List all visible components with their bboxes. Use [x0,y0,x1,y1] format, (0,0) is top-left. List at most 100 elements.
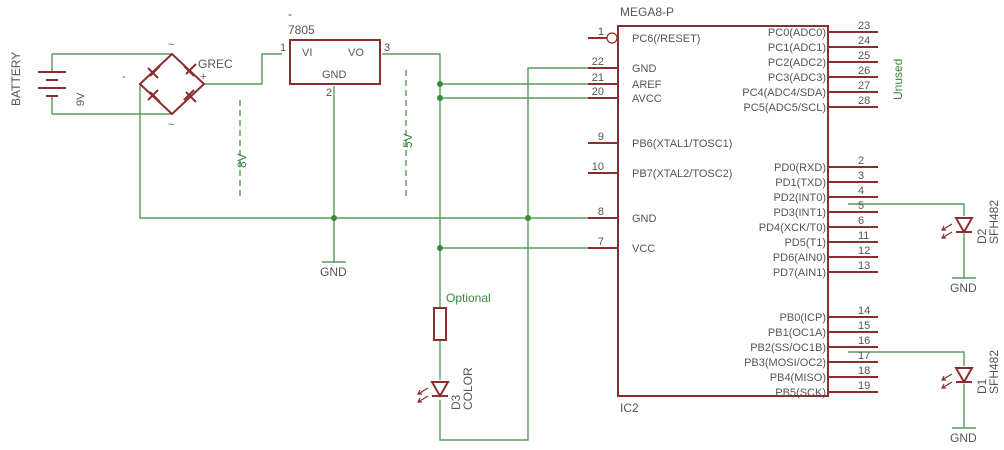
wire-8v [204,53,282,85]
voltage-regulator: - 7805 VI VO GND 1 2 3 [280,7,390,99]
battery-value: 9V [75,92,87,106]
resistor-label: Optional [446,291,491,305]
ic-pin-label: PD2(INT0) [773,192,826,204]
junction-dot [437,95,443,101]
ic-pin-label: PC5(ADC5/SCL) [743,102,826,114]
ic-pin-label: PB5(SCK) [775,387,826,399]
led-d1-ref: D1 [975,378,989,394]
ic-pin-number: 26 [858,65,870,77]
ic-pin-number: 15 [858,320,870,332]
rectifier-plus: + [200,71,206,83]
ic-pin-label: PB1(OC1A) [768,327,826,339]
ic-reset-inverter [606,32,618,44]
rectifier-minus: - [122,71,126,83]
ic-ref: IC2 [620,401,639,415]
ic-pin-number: 13 [858,260,870,272]
battery-name: BATTERY [9,52,23,106]
ic-pin-number: 23 [858,20,870,32]
ic-pin-number: 5 [858,200,864,212]
wire-ground-bus [139,84,598,219]
ic-pin-label: PD5(T1) [784,237,826,249]
ic-pin-label: PC1(ADC1) [768,42,826,54]
led-d2-value: SFH482 [987,200,1001,244]
ic-pin-number: 25 [858,50,870,62]
ic-pin-number: 11 [858,230,869,242]
regulator-gnd: GND [322,69,347,81]
net-label-8v: 8V [235,153,249,168]
regulator-pin1: 1 [280,42,286,54]
rectifier-tilde-top: ~ [168,39,174,51]
ic-pin-number: 21 [592,72,604,84]
regulator-vi: VI [302,47,312,59]
ic-pin-label: PC6(/RESET) [632,33,700,45]
ic-pin-number: 7 [598,236,604,248]
regulator-pin2: 2 [326,87,332,99]
led-d1-value: SFH482 [987,350,1001,394]
bridge-rectifier: ~ ~ - + GREC [122,39,233,131]
wire-5v-rail [382,53,441,308]
ic-pin-label: PC3(ADC3) [768,72,826,84]
ic-pin-number: 6 [858,215,864,227]
ic-pin-label: PC0(ADC0) [768,27,826,39]
wires [51,53,976,441]
junctions [331,81,531,251]
net-label-5v: 5V [401,133,415,148]
ic-pin-label: PB6(XTAL1/TOSC1) [632,138,732,150]
ic-pin-number: 20 [592,86,604,98]
regulator-pin3: 3 [384,42,390,54]
junction-dot [437,81,443,87]
gnd-label-d1: GND [950,431,977,445]
ic-pin-number: 3 [858,170,864,182]
junction-dot [331,215,337,221]
ic-pin-label: GND [632,63,657,75]
net-label-unused: Unused [891,59,905,100]
ic-pin-number: 18 [858,365,870,377]
ic-pin-number: 9 [598,131,604,143]
ic-pin-number: 4 [858,185,864,197]
battery-symbol: BATTERY 9V [9,52,87,106]
led-d1: D1 SFH482 [941,350,1001,394]
led-d2: D2 SFH482 [941,200,1001,244]
ic-pin-number: 24 [858,35,870,47]
gnd-label-regulator: GND [320,265,347,279]
ic-pin-label: AVCC [632,93,662,105]
regulator-prefix: - [288,7,292,21]
ic-pin-number: 10 [592,161,604,173]
ic-pin-label: PD4(XCK/T0) [759,222,826,234]
ic-pin-label: PC4(ADC4/SDA) [742,87,826,99]
ic-name: MEGA8-P [620,5,674,19]
ic-pin-label: PB0(ICP) [780,312,826,324]
gnd-label-d2: GND [950,281,977,295]
junction-dot [437,245,443,251]
ic-pin-label: PD0(RXD) [774,162,826,174]
led-d3-value: COLOR [461,367,475,410]
led-d3: D3 COLOR [417,367,475,410]
ic-pin-label: PD3(INT1) [773,207,826,219]
ic-pin-label: PB2(SS/OC1B) [750,342,826,354]
ic-pin-label: AREF [632,79,662,91]
ic-pin-number: 1 [598,26,604,38]
regulator-name: 7805 [288,23,315,37]
ic-pin-number: 17 [858,350,870,362]
led-d3-ref: D3 [449,394,463,410]
junction-dot [525,215,531,221]
ic-pin-label: PB7(XTAL2/TOSC2) [632,168,732,180]
ic-pin-label: GND [632,213,657,225]
ic-pin-label: PC2(ADC2) [768,57,826,69]
ic-pin-number: 27 [858,80,870,92]
ic-pin-number: 22 [592,56,604,68]
ic-pin-label: PD7(AIN1) [773,267,826,279]
ic-pin-label: PB4(MISO) [770,372,826,384]
ic-pin-label: VCC [632,243,655,255]
wire-pin18-d1 [848,351,965,366]
ic-pin-label: PD1(TXD) [775,177,826,189]
ic-pin-number: 12 [858,245,870,257]
ic-pin-label: PD6(AIN0) [773,252,826,264]
led-d2-ref: D2 [975,228,989,244]
rectifier-tilde-bottom: ~ [168,119,174,131]
ic-pin-label: PB3(MOSI/OC2) [744,357,826,369]
regulator-vo: VO [348,47,364,59]
